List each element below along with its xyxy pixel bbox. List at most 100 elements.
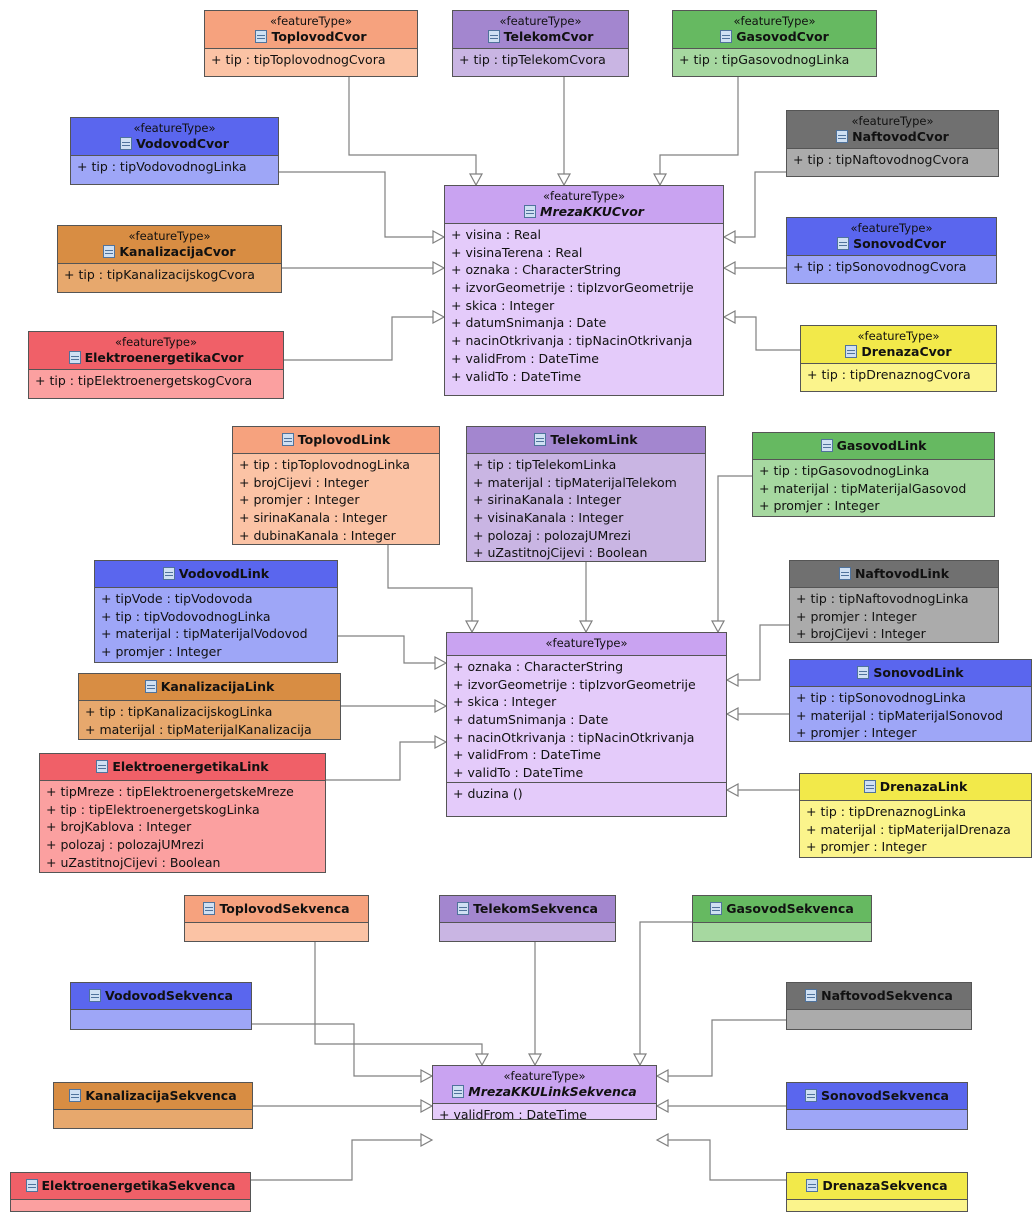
attribute: + tip : tipSonovodnogCvora bbox=[793, 259, 967, 274]
generalization-arrowhead bbox=[655, 1098, 669, 1114]
class-name-line: TelekomLink bbox=[534, 432, 638, 447]
class-name: MrezaKKULinkSekvenca bbox=[468, 1084, 637, 1099]
class-toplovod-sek[interactable]: ToplovodSekvenca bbox=[184, 895, 369, 942]
attribute: + izvorGeometrije : tipIzvorGeometrije bbox=[453, 676, 696, 692]
class-name: VodovodSekvenca bbox=[105, 988, 233, 1003]
class-name-line: DrenazaSekvenca bbox=[806, 1178, 948, 1193]
link-vodovod-cvor bbox=[279, 171, 444, 238]
attribute: + tip : tipElektroenergetskogCvora bbox=[35, 373, 253, 388]
class-kanalizacija-link[interactable]: KanalizacijaLink+ tip : tipKanalizacijsk… bbox=[78, 673, 341, 740]
class-name-line: GasovodLink bbox=[820, 438, 926, 453]
class-header: «featureType»VodovodCvor bbox=[71, 118, 278, 156]
class-name-line: MrezaKKULinkSekvenca bbox=[452, 1084, 637, 1099]
class-naftovod-sek[interactable]: NaftovodSekvenca bbox=[786, 982, 972, 1030]
generalization-arrowhead bbox=[468, 173, 484, 187]
attribute: + promjer : Integer bbox=[759, 498, 880, 514]
class-name: GasovodCvor bbox=[736, 29, 829, 44]
class-icon bbox=[255, 30, 268, 43]
class-vodovod-link[interactable]: VodovodLink+ tipVode : tipVodovoda+ tip … bbox=[94, 560, 338, 663]
generalization-arrowhead bbox=[432, 260, 446, 276]
generalization-arrowhead bbox=[420, 1068, 434, 1084]
class-elektro-link[interactable]: ElektroenergetikaLink+ tipMreze : tipEle… bbox=[39, 753, 326, 873]
class-icon bbox=[487, 30, 500, 43]
class-name: TelekomCvor bbox=[503, 29, 594, 44]
class-telekom-link[interactable]: TelekomLink+ tip : tipTelekomLinka+ mate… bbox=[466, 426, 706, 562]
class-header: NaftovodLink bbox=[790, 561, 998, 588]
class-name: GasovodSekvenca bbox=[726, 901, 854, 916]
class-naftovod-cvor[interactable]: «featureType»NaftovodCvor+ tip : tipNaft… bbox=[786, 110, 999, 177]
attribute: + brojKablova : Integer bbox=[46, 819, 192, 835]
attribute: + validTo : DateTime bbox=[451, 368, 582, 384]
class-icon bbox=[838, 567, 851, 580]
class-kanalizacija-cvor[interactable]: «featureType»KanalizacijaCvor+ tip : tip… bbox=[57, 225, 282, 293]
class-sonovod-sek[interactable]: SonovodSekvenca bbox=[786, 1082, 968, 1130]
link-vodovod-sek bbox=[252, 1023, 432, 1077]
class-name: KanalizacijaCvor bbox=[119, 244, 236, 259]
link-naftovod-cvor bbox=[724, 171, 786, 238]
class-mreza-link[interactable]: «featureType»+ oznaka : CharacterString+… bbox=[446, 632, 727, 817]
class-name-line: SonovodSekvenca bbox=[805, 1088, 949, 1103]
class-header: KanalizacijaLink bbox=[79, 674, 340, 701]
class-gasovod-cvor[interactable]: «featureType»GasovodCvor+ tip : tipGasov… bbox=[672, 10, 877, 77]
class-vodovod-sek[interactable]: VodovodSekvenca bbox=[70, 982, 252, 1030]
attribute-compartment: + tip : tipKanalizacijskogLinka+ materij… bbox=[79, 701, 340, 738]
class-drenaza-link[interactable]: DrenazaLink+ tip : tipDrenaznogLinka+ ma… bbox=[799, 773, 1032, 858]
class-header: «featureType»MrezaKKUCvor bbox=[445, 186, 723, 224]
class-mreza-sek[interactable]: «featureType»MrezaKKULinkSekvenca+ valid… bbox=[432, 1065, 657, 1120]
class-icon bbox=[837, 237, 850, 250]
class-name-line: NaftovodCvor bbox=[836, 129, 949, 144]
generalization-arrowhead bbox=[420, 1132, 434, 1148]
class-name: TelekomLink bbox=[550, 432, 638, 447]
attribute: + tip : tipGasovodnogLinka bbox=[759, 463, 930, 478]
class-name-line: TelekomSekvenca bbox=[457, 901, 598, 916]
class-drenaza-sek[interactable]: DrenazaSekvenca bbox=[786, 1172, 968, 1212]
class-header: VodovodSekvenca bbox=[71, 983, 251, 1010]
attribute: + uZastitnojCijevi : Boolean bbox=[473, 545, 648, 561]
link-toplovod-sek bbox=[314, 942, 483, 1065]
generalization-arrowhead bbox=[725, 672, 739, 688]
generalization-arrowhead bbox=[464, 620, 480, 634]
stereotype-label: «featureType» bbox=[857, 329, 940, 343]
link-elektro-cvor bbox=[284, 316, 444, 361]
attribute-compartment: + visina : Real+ visinaTerena : Real+ oz… bbox=[445, 224, 723, 385]
class-name-line: SonovodCvor bbox=[837, 236, 946, 251]
class-telekom-cvor[interactable]: «featureType»TelekomCvor+ tip : tipTelek… bbox=[452, 10, 629, 77]
class-telekom-sek[interactable]: TelekomSekvenca bbox=[439, 895, 616, 942]
class-icon bbox=[457, 902, 470, 915]
class-vodovod-cvor[interactable]: «featureType»VodovodCvor+ tip : tipVodov… bbox=[70, 117, 279, 185]
link-toplovod-cvor bbox=[348, 77, 477, 185]
class-icon bbox=[281, 433, 294, 446]
class-toplovod-link[interactable]: ToplovodLink+ tip : tipToplovodnogLinka+… bbox=[232, 426, 440, 545]
class-gasovod-sek[interactable]: GasovodSekvenca bbox=[692, 895, 872, 942]
class-icon bbox=[103, 245, 116, 258]
class-icon bbox=[162, 567, 175, 580]
attribute: + tipMreze : tipElektroenergetskeMreze bbox=[46, 784, 294, 799]
class-sonovod-link[interactable]: SonovodLink+ tip : tipSonovodnogLinka+ m… bbox=[789, 659, 1032, 742]
class-header: GasovodSekvenca bbox=[693, 896, 871, 923]
attribute-compartment bbox=[787, 1200, 967, 1210]
attribute: + uZastitnojCijevi : Boolean bbox=[46, 854, 221, 870]
class-sonovod-cvor[interactable]: «featureType»SonovodCvor+ tip : tipSonov… bbox=[786, 217, 997, 284]
link-gasovod-link bbox=[717, 475, 752, 632]
class-gasovod-link[interactable]: GasovodLink+ tip : tipGasovodnogLinka+ m… bbox=[752, 432, 995, 517]
class-name: DrenazaLink bbox=[879, 779, 968, 794]
class-name: ElektroenergetikaSekvenca bbox=[41, 1178, 236, 1193]
class-toplovod-cvor[interactable]: «featureType»ToplovodCvor+ tip : tipTopl… bbox=[204, 10, 418, 77]
stereotype-label: «featureType» bbox=[114, 335, 197, 349]
class-header: TelekomLink bbox=[467, 427, 705, 454]
class-naftovod-link[interactable]: NaftovodLink+ tip : tipNaftovodnogLinka+… bbox=[789, 560, 999, 643]
class-icon bbox=[120, 137, 133, 150]
link-toplovod-link bbox=[387, 545, 473, 632]
attribute: + validTo : DateTime bbox=[453, 765, 584, 781]
generalization-arrowhead bbox=[527, 1053, 543, 1067]
attribute: + skica : Integer bbox=[451, 297, 555, 313]
generalization-arrowhead bbox=[432, 309, 446, 325]
class-drenaza-cvor[interactable]: «featureType»DrenazaCvor+ tip : tipDrena… bbox=[800, 325, 997, 392]
class-elektro-sek[interactable]: ElektroenergetikaSekvenca bbox=[10, 1172, 251, 1212]
class-elektro-cvor[interactable]: «featureType»ElektroenergetikaCvor + tip … bbox=[28, 331, 284, 399]
class-kanalizacija-sek[interactable]: KanalizacijaSekvenca bbox=[53, 1082, 253, 1129]
attribute-compartment: + tip : tipNaftovodnogCvora bbox=[787, 149, 998, 169]
class-mreza-cvor[interactable]: «featureType»MrezaKKUCvor+ visina : Real… bbox=[444, 185, 724, 396]
class-name: ElektroenergetikaCvor bbox=[84, 350, 244, 365]
